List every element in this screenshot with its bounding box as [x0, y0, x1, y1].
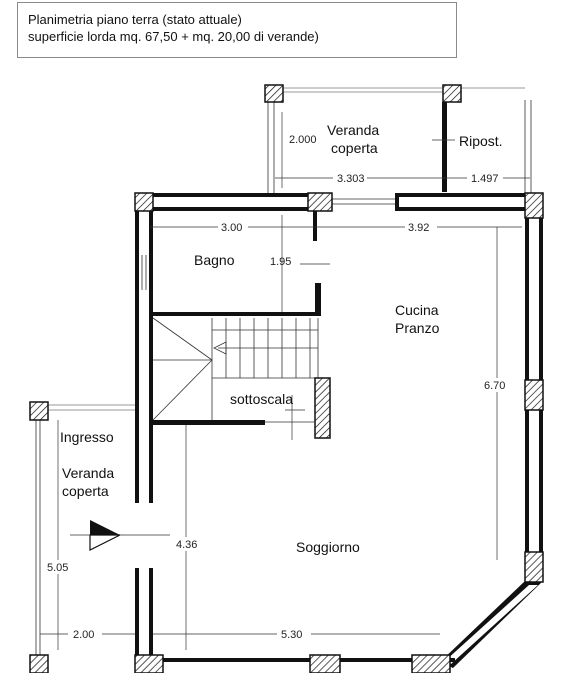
dim-soggiorno-w: 5.30: [281, 629, 302, 641]
dim-veranda-left-w: 2.00: [73, 629, 94, 641]
dim-ripost-w: 1.497: [471, 173, 499, 185]
dim-veranda-left-h: 5.05: [47, 562, 68, 574]
dim-bagno-w: 3.00: [221, 222, 242, 234]
label-cucina: Cucina: [395, 302, 439, 318]
corner-top-left: [134, 192, 154, 212]
dim-cucina-h: 6.70: [484, 380, 505, 392]
veranda-left-outline: [35, 404, 135, 660]
label-veranda-top-2: coperta: [331, 140, 378, 156]
wall-block-top: [307, 192, 333, 212]
caption-line-2: superficie lorda mq. 67,50 + mq. 20,00 d…: [28, 29, 319, 44]
label-ingresso: Ingresso: [60, 429, 114, 445]
wall-block-right: [524, 379, 544, 411]
label-pranzo: Pranzo: [395, 320, 440, 336]
corner-top-right: [524, 192, 544, 219]
sottoscala-block: [314, 377, 331, 439]
wall-block-bottom-3: [411, 654, 451, 673]
wall-block-bottom-2: [309, 654, 341, 673]
label-soggiorno: Soggiorno: [296, 539, 360, 555]
label-bagno: Bagno: [194, 252, 235, 268]
pillar-top-mid: [442, 84, 462, 103]
dim-soggiorno-h: 4.36: [176, 539, 197, 551]
label-veranda-left-1: Veranda: [62, 465, 114, 481]
ripost-wall: [442, 102, 447, 192]
label-veranda-top-1: Veranda: [327, 122, 379, 138]
dim-veranda-w: 3.303: [337, 173, 365, 185]
veranda-top-outline: [267, 87, 532, 195]
wall-block-right-low: [524, 551, 544, 583]
pillar-left: [29, 401, 49, 421]
pillar-bottom-left: [29, 654, 49, 673]
dim-veranda-h: 2.000: [289, 134, 317, 146]
entrance-arrow-icon: [70, 520, 170, 551]
label-veranda-left-2: coperta: [62, 483, 109, 499]
label-sottoscala: sottoscala: [230, 391, 293, 407]
dim-bagno-h: 1.95: [270, 256, 291, 268]
caption-line-1: Planimetria piano terra (stato attuale): [28, 12, 242, 27]
dim-cucina-w: 3.92: [408, 222, 429, 234]
staircase: [152, 317, 319, 421]
pillar-top-left: [264, 84, 284, 103]
plan-caption: Planimetria piano terra (stato attuale) …: [17, 2, 457, 58]
dimension-lines: [40, 112, 530, 650]
bagno-walls: [153, 211, 321, 316]
wall-block-bottom-1: [134, 654, 164, 673]
sottoscala-wall: [153, 420, 265, 425]
label-ripost: Ripost.: [459, 133, 503, 149]
